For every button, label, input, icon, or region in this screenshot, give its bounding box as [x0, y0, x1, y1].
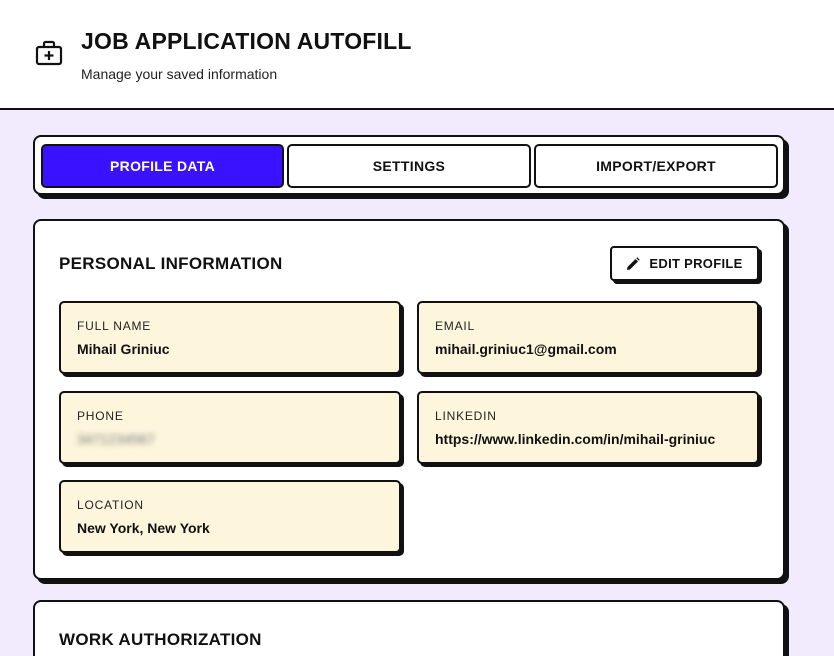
work-authorization-card: WORK AUTHORIZATION — [33, 600, 785, 656]
personal-information-card: PERSONAL INFORMATION EDIT PROFILE FULL N… — [33, 219, 785, 580]
medical-kit-icon — [35, 40, 63, 66]
tab-settings[interactable]: SETTINGS — [287, 144, 531, 188]
app-title: JOB APPLICATION AUTOFILL — [81, 28, 412, 54]
field-label: EMAIL — [435, 319, 476, 333]
tab-import-export[interactable]: IMPORT/EXPORT — [534, 144, 778, 188]
field-label: LOCATION — [77, 498, 144, 512]
tab-bar: PROFILE DATA SETTINGS IMPORT/EXPORT — [33, 135, 785, 195]
full-name-field: FULL NAME Mihail Griniuc — [59, 301, 401, 374]
pencil-icon — [627, 256, 641, 270]
field-label: PHONE — [77, 409, 124, 423]
app-subtitle: Manage your saved information — [81, 66, 278, 82]
linkedin-field: LINKEDIN https://www.linkedin.com/in/mih… — [417, 391, 759, 464]
location-value: New York, New York — [77, 520, 210, 536]
full-name-value: Mihail Griniuc — [77, 341, 170, 357]
email-field: EMAIL mihail.griniuc1@gmail.com — [417, 301, 759, 374]
section-title: WORK AUTHORIZATION — [59, 630, 262, 649]
field-label: LINKEDIN — [435, 409, 497, 423]
phone-value: 3471234567 — [77, 431, 155, 447]
field-label: FULL NAME — [77, 319, 152, 333]
edit-profile-label: EDIT PROFILE — [649, 256, 743, 271]
edit-profile-button[interactable]: EDIT PROFILE — [610, 246, 759, 281]
email-value: mihail.griniuc1@gmail.com — [435, 341, 617, 357]
app-header: JOB APPLICATION AUTOFILL Manage your sav… — [0, 0, 834, 110]
phone-field: PHONE 3471234567 — [59, 391, 401, 464]
tab-profile-data[interactable]: PROFILE DATA — [41, 144, 284, 188]
section-title: PERSONAL INFORMATION — [59, 254, 283, 273]
location-field: LOCATION New York, New York — [59, 480, 401, 553]
linkedin-value: https://www.linkedin.com/in/mihail-grini… — [435, 431, 716, 447]
